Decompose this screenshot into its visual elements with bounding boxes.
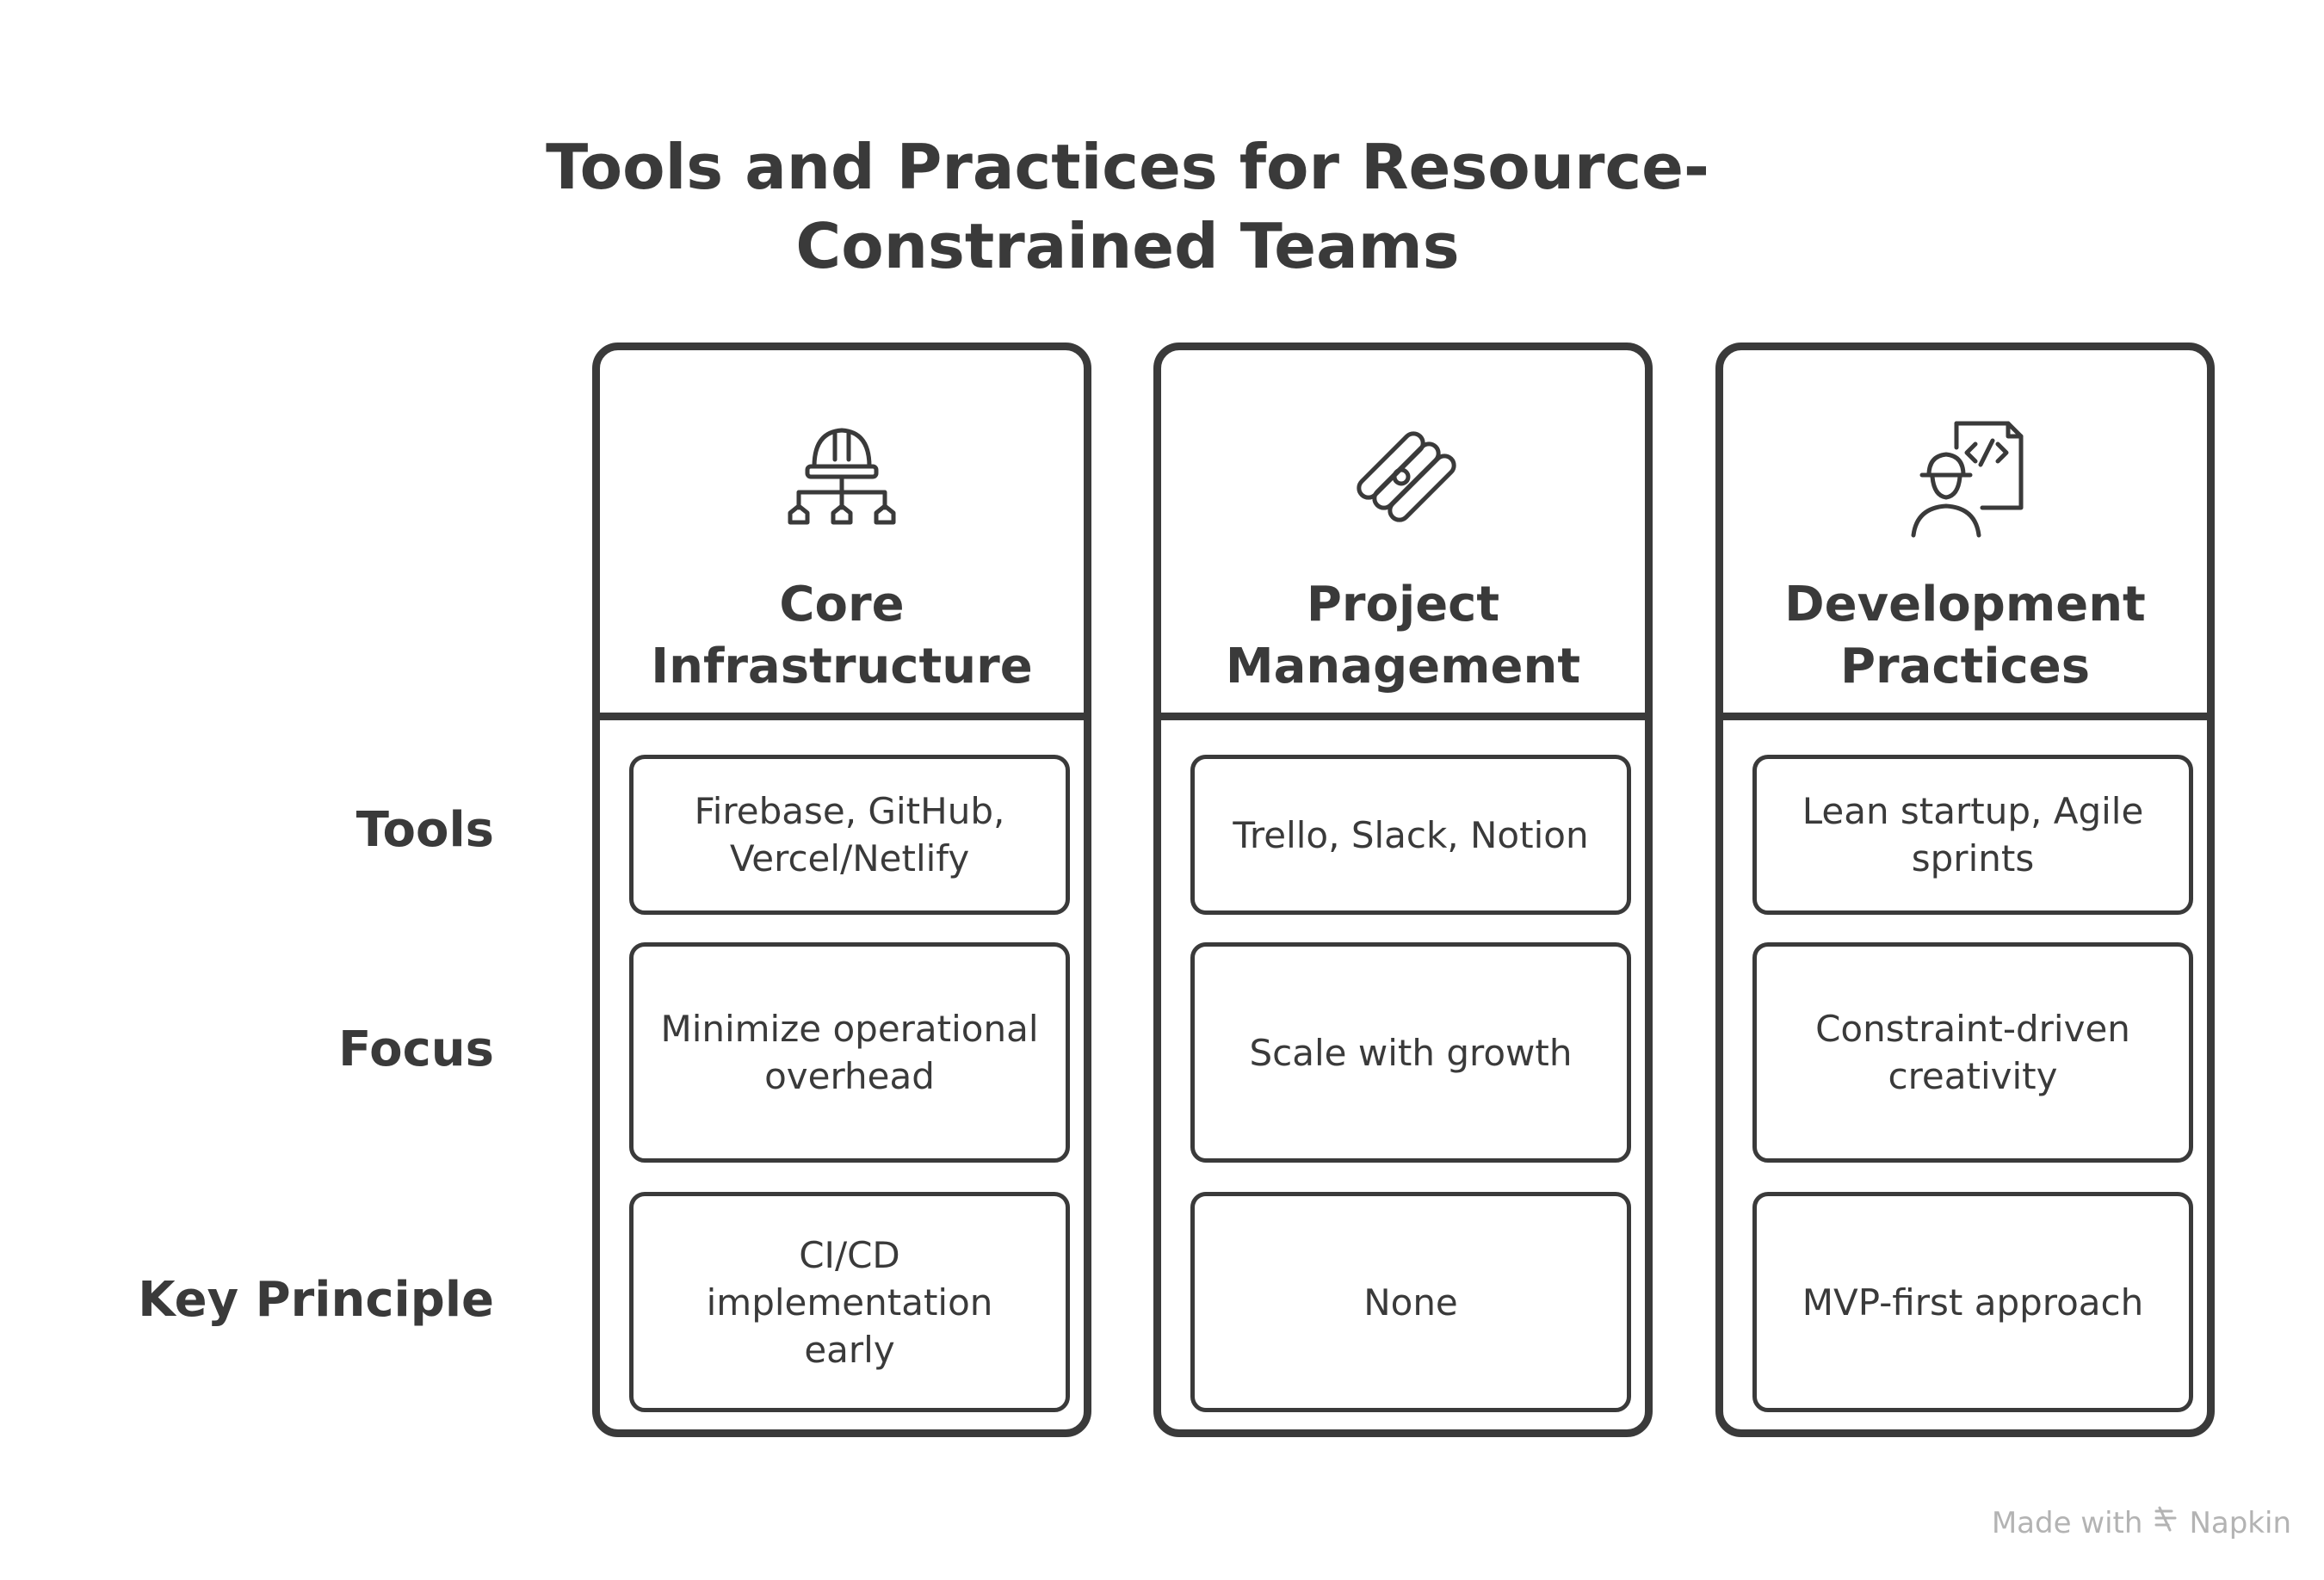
developer-code-icon (1896, 406, 2034, 544)
cell-tools: Trello, Slack, Notion (1190, 755, 1631, 915)
cell-key-principle: MVP-first approach (1752, 1192, 2193, 1412)
row-label-tools: Tools (355, 802, 494, 858)
row-label-focus: Focus (338, 1021, 494, 1077)
column-title: Project Management (1225, 577, 1581, 694)
cell-key-principle: None (1190, 1192, 1631, 1412)
column-core-infrastructure: Core Infrastructure Firebase, GitHub, Ve… (592, 343, 1091, 1437)
made-with-napkin: Made with Napkin (1992, 1504, 2291, 1541)
column-header: Core Infrastructure (600, 350, 1084, 720)
made-with-label: Made with (1991, 1505, 2143, 1540)
napkin-logo-icon (2151, 1504, 2180, 1541)
napkin-brand: Napkin (2189, 1505, 2291, 1540)
column-development-practices: Development Practices Lean startup, Agil… (1715, 343, 2215, 1437)
diagram-title: Tools and Practices for Resource- Constr… (482, 127, 1773, 286)
column-header: Development Practices (1723, 350, 2207, 720)
cell-focus: Scale with growth (1190, 942, 1631, 1163)
row-label-key-principle: Key Principle (138, 1272, 494, 1328)
column-header: Project Management (1161, 350, 1645, 720)
title-line-2: Constrained Teams (795, 210, 1460, 282)
column-project-management: Project Management Trello, Slack, Notion… (1153, 343, 1653, 1437)
cell-key-principle: CI/CD implementation early (629, 1192, 1070, 1412)
cell-focus: Constraint-driven creativity (1752, 942, 2193, 1163)
title-line-1: Tools and Practices for Resource- (546, 131, 1709, 203)
cell-tools: Lean startup, Agile sprints (1752, 755, 2193, 915)
hardhat-network-icon (773, 406, 911, 544)
column-title: Development Practices (1784, 577, 2146, 694)
slanted-bars-icon (1334, 406, 1472, 544)
cell-focus: Minimize operational overhead (629, 942, 1070, 1163)
cell-tools: Firebase, GitHub, Vercel/Netlify (629, 755, 1070, 915)
column-title: Core Infrastructure (651, 577, 1033, 694)
